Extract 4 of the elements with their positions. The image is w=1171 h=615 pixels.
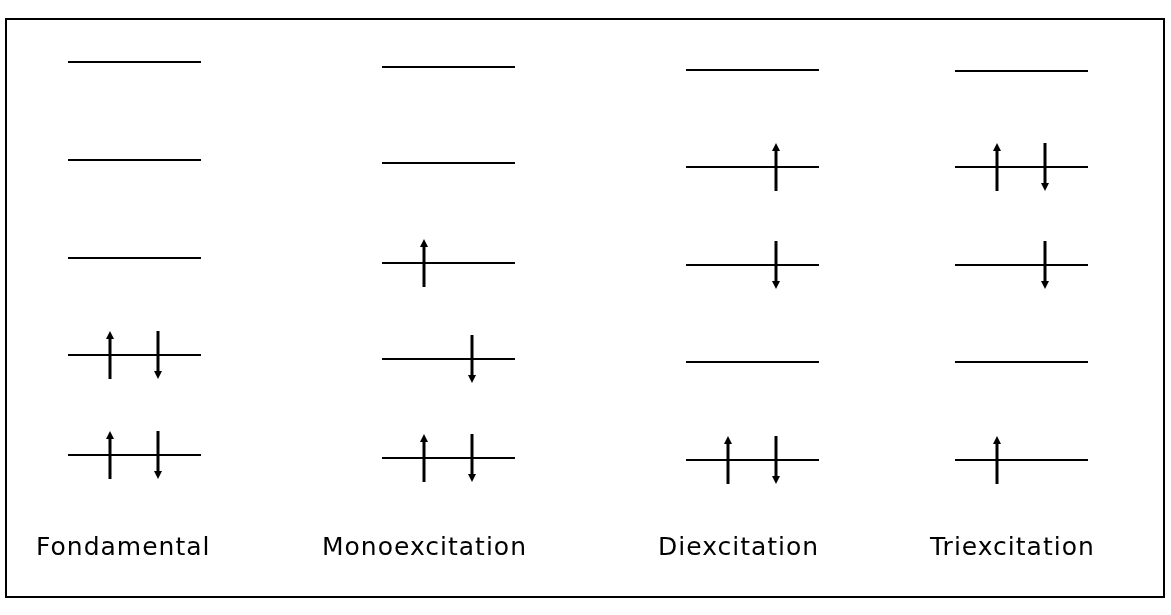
column-label: Fondamental <box>36 532 211 561</box>
column-label: Diexcitation <box>658 532 820 561</box>
column-label: Monoexcitation <box>322 532 527 561</box>
column-label: Triexcitation <box>930 532 1095 561</box>
